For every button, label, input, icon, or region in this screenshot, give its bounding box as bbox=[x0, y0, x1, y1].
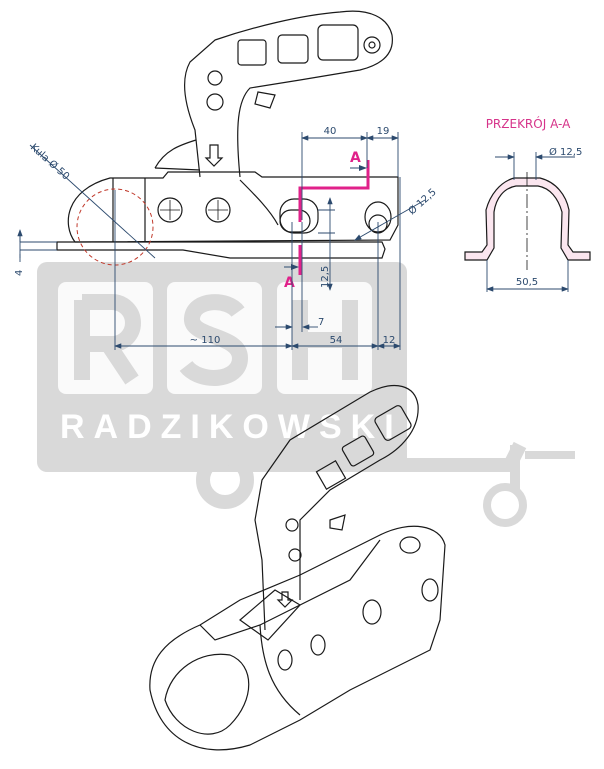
watermark-letter-r bbox=[74, 294, 141, 385]
trailer-silhouette-icon bbox=[196, 441, 575, 527]
dim-54: 54 bbox=[330, 335, 343, 346]
dim-110: ~ 110 bbox=[190, 335, 221, 346]
section-hole-dim: Ø 12,5 bbox=[549, 146, 582, 158]
section-marker-bottom: A bbox=[284, 275, 295, 291]
section-line-a-a bbox=[298, 160, 370, 275]
dim-12: 12 bbox=[383, 335, 396, 346]
coupling-side-view bbox=[56, 10, 399, 259]
dim-12-5: 12,5 bbox=[320, 266, 331, 288]
coupling-isometric-view bbox=[149, 384, 446, 751]
watermark: RADZIKOWSKI bbox=[37, 262, 575, 527]
watermark-logo-rsh bbox=[74, 294, 358, 386]
section-a-a-view: Ø 12,5 50,5 bbox=[464, 146, 591, 292]
watermark-letter-s bbox=[179, 294, 248, 386]
dimension-lines bbox=[17, 132, 426, 350]
dim-19: 19 bbox=[377, 126, 390, 137]
section-width-dim: 50,5 bbox=[516, 277, 538, 288]
dim-7: 7 bbox=[318, 317, 324, 328]
dim-hole-diameter: Ø 12,5 bbox=[406, 186, 439, 217]
watermark-company: RADZIKOWSKI bbox=[60, 408, 403, 446]
dim-4: 4 bbox=[14, 270, 25, 276]
section-marker-top: A bbox=[350, 150, 361, 166]
watermark-letter-h bbox=[292, 300, 358, 380]
dim-ball-diameter: Kula Ø 50 bbox=[28, 141, 72, 182]
section-title: PRZEKRÓJ A-A bbox=[486, 116, 571, 131]
dim-40: 40 bbox=[324, 126, 337, 137]
